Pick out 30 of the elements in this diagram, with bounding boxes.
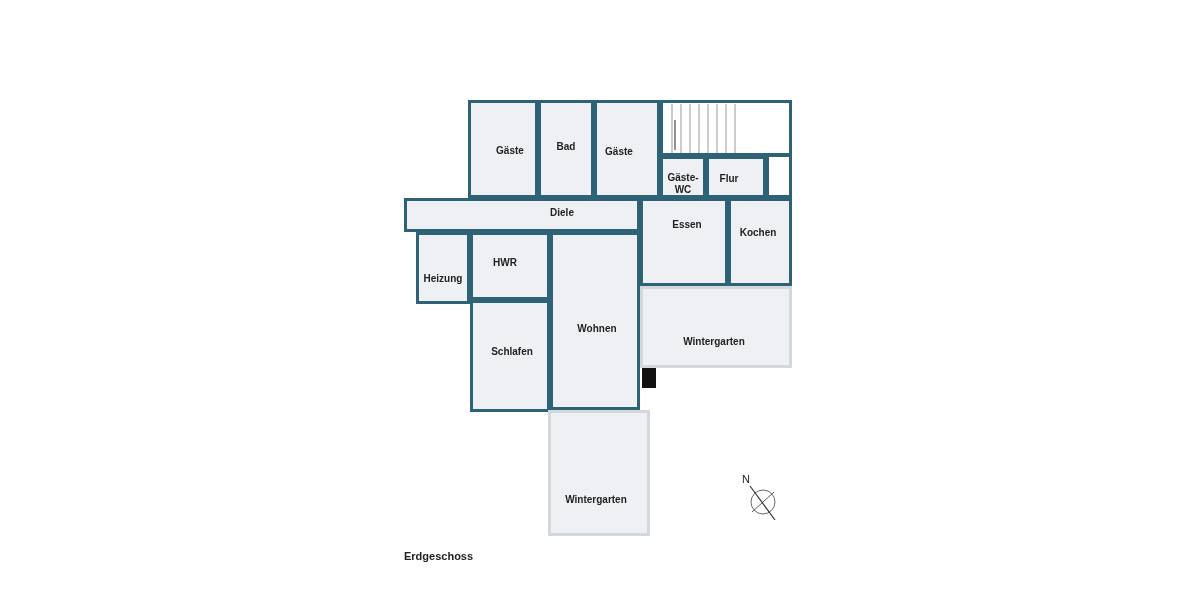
- room-label: Gäste- WC: [666, 172, 700, 196]
- room: [468, 100, 538, 198]
- room-label: Wohnen: [576, 323, 618, 335]
- room-label: Schlafen: [490, 346, 534, 358]
- room-label: Kochen: [738, 227, 778, 239]
- room-label: Gäste: [495, 145, 525, 157]
- room: [416, 232, 470, 304]
- floor-caption: Erdgeschoss: [404, 550, 474, 562]
- room: [706, 156, 766, 198]
- room-label: Essen: [671, 219, 703, 231]
- room: [550, 232, 640, 410]
- room-label: Flur: [718, 173, 740, 185]
- room-label: Gäste: [604, 146, 634, 158]
- conservatory-room: [640, 286, 792, 368]
- north-label: N: [742, 473, 750, 485]
- conservatory-room: [548, 410, 650, 536]
- room-label: Wintergarten: [682, 336, 746, 348]
- room: [538, 100, 594, 198]
- room-label: Diele: [549, 207, 575, 219]
- room: [470, 300, 550, 412]
- room: [594, 100, 660, 198]
- room: [728, 198, 792, 286]
- room-label: Bad: [555, 141, 577, 153]
- room-label: Wintergarten: [564, 494, 628, 506]
- room: [470, 232, 550, 300]
- room: [640, 198, 728, 286]
- room: [660, 156, 706, 198]
- room: [404, 198, 640, 232]
- room-label: Heizung: [422, 273, 464, 285]
- room-label: HWR: [492, 257, 518, 269]
